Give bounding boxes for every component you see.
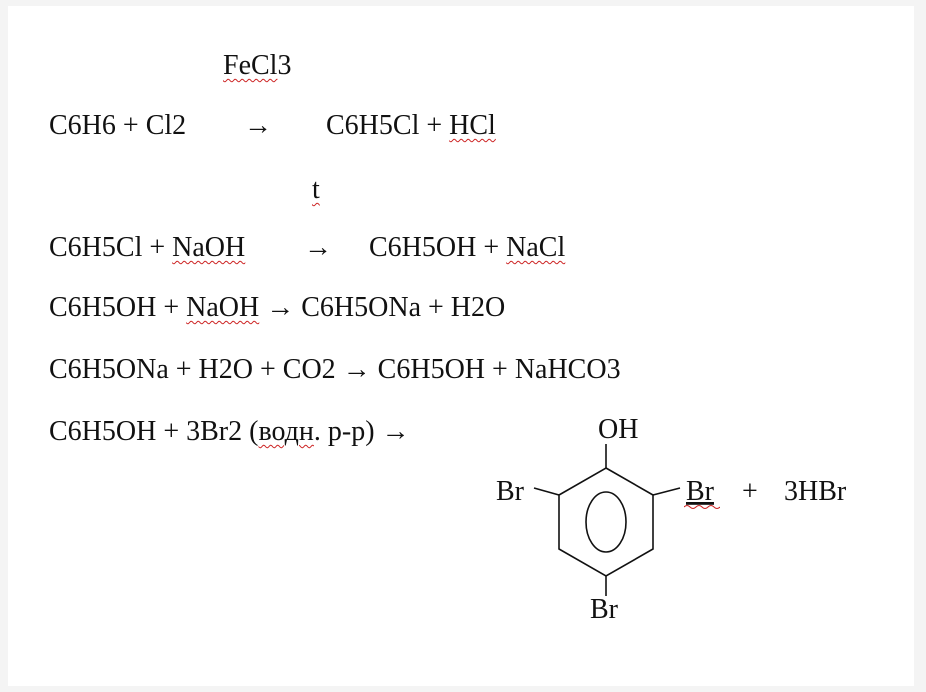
reaction-5-part-a: C6H5OH + 3Br2 ( xyxy=(49,416,259,447)
reaction-1-product-a: C6H5Cl + xyxy=(326,110,450,141)
reaction-2-product-b: NaCl xyxy=(506,232,566,263)
reaction-5: C6H5OH + 3Br2 (водн. р-р) → xyxy=(49,416,410,448)
reaction-2-products: C6H5OH + NaCl xyxy=(369,232,565,264)
byproduct-3hbr: 3HBr xyxy=(784,476,847,507)
group-br-left: Br xyxy=(496,476,525,507)
ring-hexagon xyxy=(558,467,654,577)
catalyst-fecl3: FeCl3 xyxy=(223,50,291,82)
reaction-1-arrow: → xyxy=(244,110,272,141)
reaction-3-part-a: C6H5OH + xyxy=(49,292,187,323)
catalyst-fecl-text: FeCl xyxy=(223,50,278,81)
reaction-2-arrow: → xyxy=(304,232,332,263)
group-br-bottom: Br xyxy=(590,594,619,625)
reaction-2-reactant-b: NaOH xyxy=(172,232,246,263)
reaction-4: C6H5ONa + H2O + CO2 → C6H5OH + NaHCO3 xyxy=(49,354,621,385)
reaction-5-part-b: водн xyxy=(258,416,314,447)
reaction-1-product-b: HCl xyxy=(449,110,496,141)
tribromophenol-structure: OH Br Br + 3HBr Br xyxy=(496,414,847,625)
condition-t-text: t xyxy=(312,174,320,205)
reaction-1-products: C6H5Cl + HCl xyxy=(326,110,496,142)
condition-t: t xyxy=(312,174,320,206)
bond-br-left xyxy=(533,487,560,496)
reaction-5-part-c: . р-р) → xyxy=(313,416,410,447)
group-oh: OH xyxy=(598,414,638,445)
reaction-3-part-b: NaOH xyxy=(186,292,260,323)
benzene-ring xyxy=(533,444,681,596)
catalyst-subscript-text: 3 xyxy=(277,50,292,81)
document-page: FeCl3 C6H6 + Cl2 → C6H5Cl + HCl t C6H5Cl… xyxy=(8,6,914,686)
ring-aromatic-circle xyxy=(585,491,627,553)
reaction-2-product-a: C6H5OH + xyxy=(369,232,507,263)
plus-sign: + xyxy=(742,476,758,507)
reaction-3-part-c: → C6H5ONa + H2O xyxy=(259,292,506,323)
bond-br-right xyxy=(652,487,681,496)
reaction-1-reactants: C6H6 + Cl2 xyxy=(49,110,187,141)
reaction-2-reactant-a: C6H5Cl + xyxy=(49,232,173,263)
reaction-3: C6H5OH + NaOH → C6H5ONa + H2O xyxy=(49,292,505,324)
spellcheck-underline-br xyxy=(684,505,720,509)
reaction-2-reactants: C6H5Cl + NaOH xyxy=(49,232,245,264)
group-br-right: Br xyxy=(686,476,715,507)
